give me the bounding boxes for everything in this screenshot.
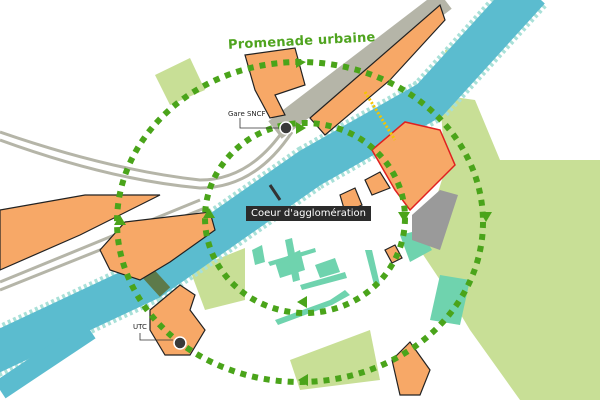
train-station-icon (279, 121, 293, 135)
arrow-icon (298, 374, 308, 386)
park (420, 95, 600, 400)
parks (155, 40, 600, 400)
park (290, 330, 380, 390)
arrow-icon (297, 296, 307, 308)
arrow-icon (480, 212, 492, 222)
arrow-icon (114, 215, 126, 225)
arrow-icon (203, 208, 215, 218)
utc-station-icon (173, 336, 187, 350)
campus-buildings (252, 230, 470, 325)
utc-label: UTC (133, 323, 147, 331)
park (480, 180, 520, 205)
arrow-icon (398, 212, 410, 222)
highlighted-site (371, 121, 456, 212)
park (155, 58, 205, 105)
direction-arrows (114, 58, 492, 386)
gray-building (412, 190, 458, 250)
arrow-icon (296, 58, 306, 68)
river (0, 0, 548, 399)
park (190, 248, 245, 310)
buildings (0, 3, 446, 396)
gare-label: Gare SNCF (228, 110, 266, 118)
coeur-label: Coeur d'agglomération (246, 206, 371, 221)
yellow-arrow-icon (363, 91, 397, 141)
arrow-icon (296, 122, 306, 134)
